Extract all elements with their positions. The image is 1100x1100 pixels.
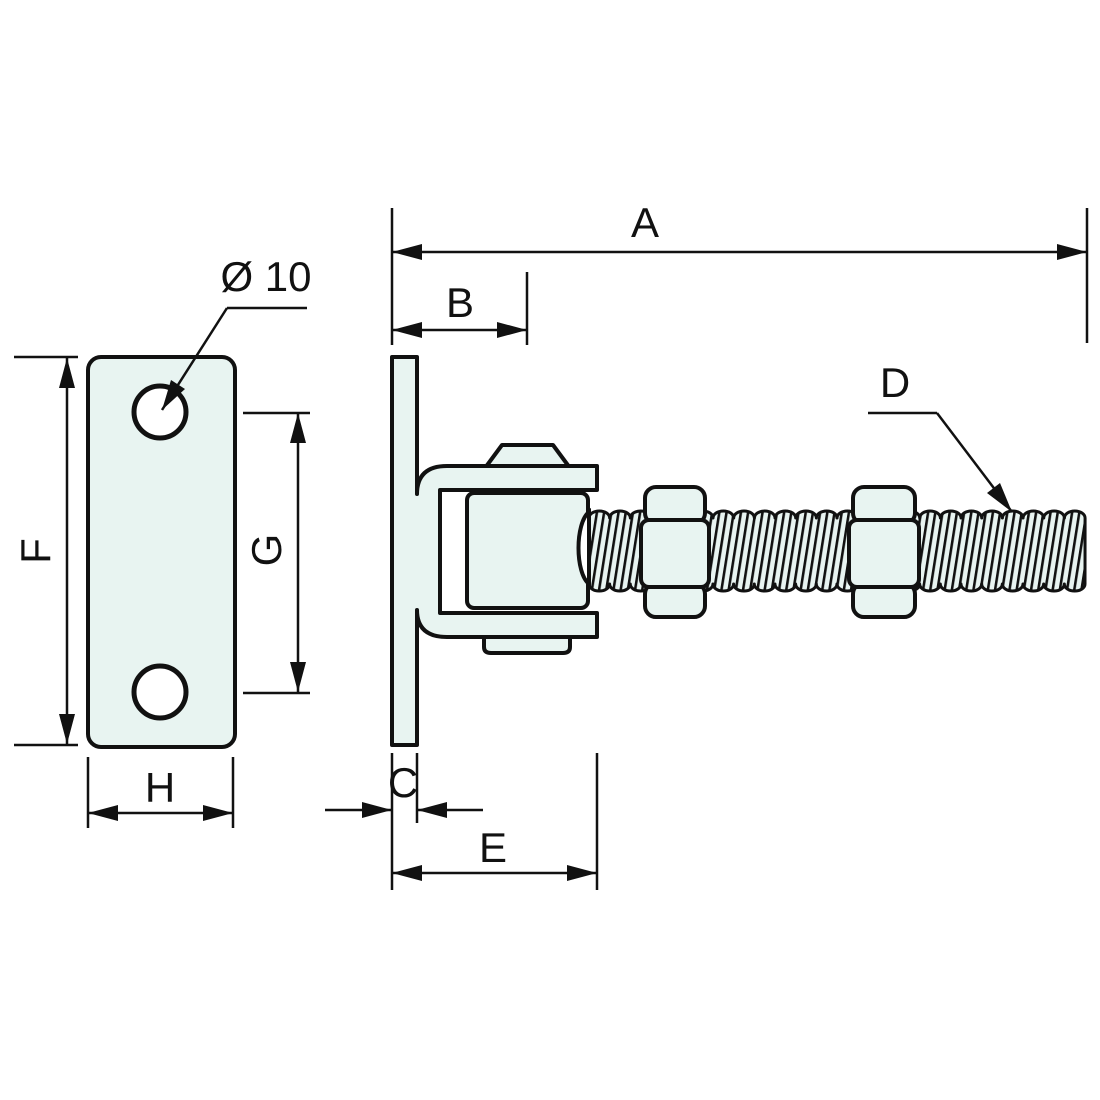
dim-e-arrow-right bbox=[567, 865, 597, 881]
nut-outer bbox=[847, 485, 921, 619]
dim-c: C bbox=[325, 753, 483, 890]
dim-d-label: D bbox=[880, 359, 910, 406]
rod-dome-end bbox=[576, 507, 591, 589]
dim-a: A bbox=[390, 199, 1089, 345]
dim-e-arrow-left bbox=[392, 865, 422, 881]
dim-g-arrow-bottom bbox=[290, 662, 306, 692]
dim-a-label: A bbox=[631, 199, 659, 246]
plate-edge-and-bracket bbox=[390, 355, 599, 747]
dim-c-label: C bbox=[388, 759, 418, 806]
dim-f-label: F bbox=[12, 538, 59, 564]
dim-f: F bbox=[12, 355, 78, 747]
plate-hole-bottom bbox=[131, 663, 189, 721]
nut-inner bbox=[639, 485, 711, 619]
side-view bbox=[390, 355, 1087, 747]
dim-e-label: E bbox=[479, 824, 507, 871]
dim-f-arrow-top bbox=[59, 358, 75, 388]
hinge-block bbox=[465, 491, 590, 610]
dim-b-arrow-left bbox=[392, 322, 422, 338]
dim-h: H bbox=[86, 757, 235, 828]
mounting-plate bbox=[86, 355, 237, 749]
dim-h-label: H bbox=[145, 764, 175, 811]
dim-g-label: G bbox=[243, 534, 290, 567]
nut-inner-middle-band bbox=[639, 518, 711, 589]
dim-h-arrow-left bbox=[88, 805, 118, 821]
hole-diameter-callout: Ø 10 bbox=[160, 253, 312, 411]
dim-b-arrow-right bbox=[497, 322, 527, 338]
dim-h-arrow-right bbox=[203, 805, 233, 821]
hole-callout-label: Ø 10 bbox=[220, 253, 311, 300]
dim-g-arrow-top bbox=[290, 413, 306, 443]
dimensions: A B C D bbox=[12, 199, 1089, 890]
dim-e: E bbox=[392, 753, 599, 890]
dim-a-arrow-left bbox=[392, 244, 422, 260]
dim-f-arrow-bottom bbox=[59, 714, 75, 744]
dim-d: D bbox=[868, 359, 1013, 513]
dim-a-arrow-right bbox=[1057, 244, 1087, 260]
hole-callout-arrow bbox=[162, 380, 185, 410]
dim-g: G bbox=[243, 411, 310, 695]
nut-outer-middle-band bbox=[847, 518, 921, 589]
dim-c-arrow-left bbox=[362, 802, 392, 818]
front-view bbox=[86, 355, 237, 749]
d-leader-arrow bbox=[987, 483, 1012, 512]
dim-b: B bbox=[392, 272, 529, 345]
threaded-rod bbox=[587, 509, 1087, 593]
dim-b-label: B bbox=[446, 279, 474, 326]
dim-c-arrow-right bbox=[417, 802, 447, 818]
